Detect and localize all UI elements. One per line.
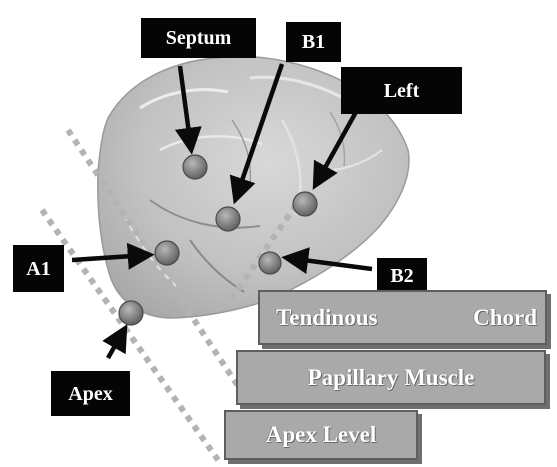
apex-level-box: Apex Level (224, 410, 418, 460)
b1-label: B1 (286, 22, 341, 62)
b1-marker (216, 207, 240, 231)
apex-marker (119, 301, 143, 325)
a1-marker (155, 241, 179, 265)
left-label: Left (341, 67, 462, 114)
tendinous-chord-box: Tendinous Chord (258, 290, 547, 345)
papillary-muscle-box: Papillary Muscle (236, 350, 546, 405)
tendinous-label: Tendinous (276, 305, 377, 331)
b2-label: B2 (377, 258, 427, 293)
septum-label: Septum (141, 18, 256, 58)
apex-label: Apex (51, 371, 130, 416)
septum-marker (183, 155, 207, 179)
apex-arrow (108, 330, 124, 358)
b2-marker (259, 252, 281, 274)
a1-label: A1 (13, 245, 64, 292)
chord-label: Chord (473, 305, 537, 331)
left-marker (293, 192, 317, 216)
